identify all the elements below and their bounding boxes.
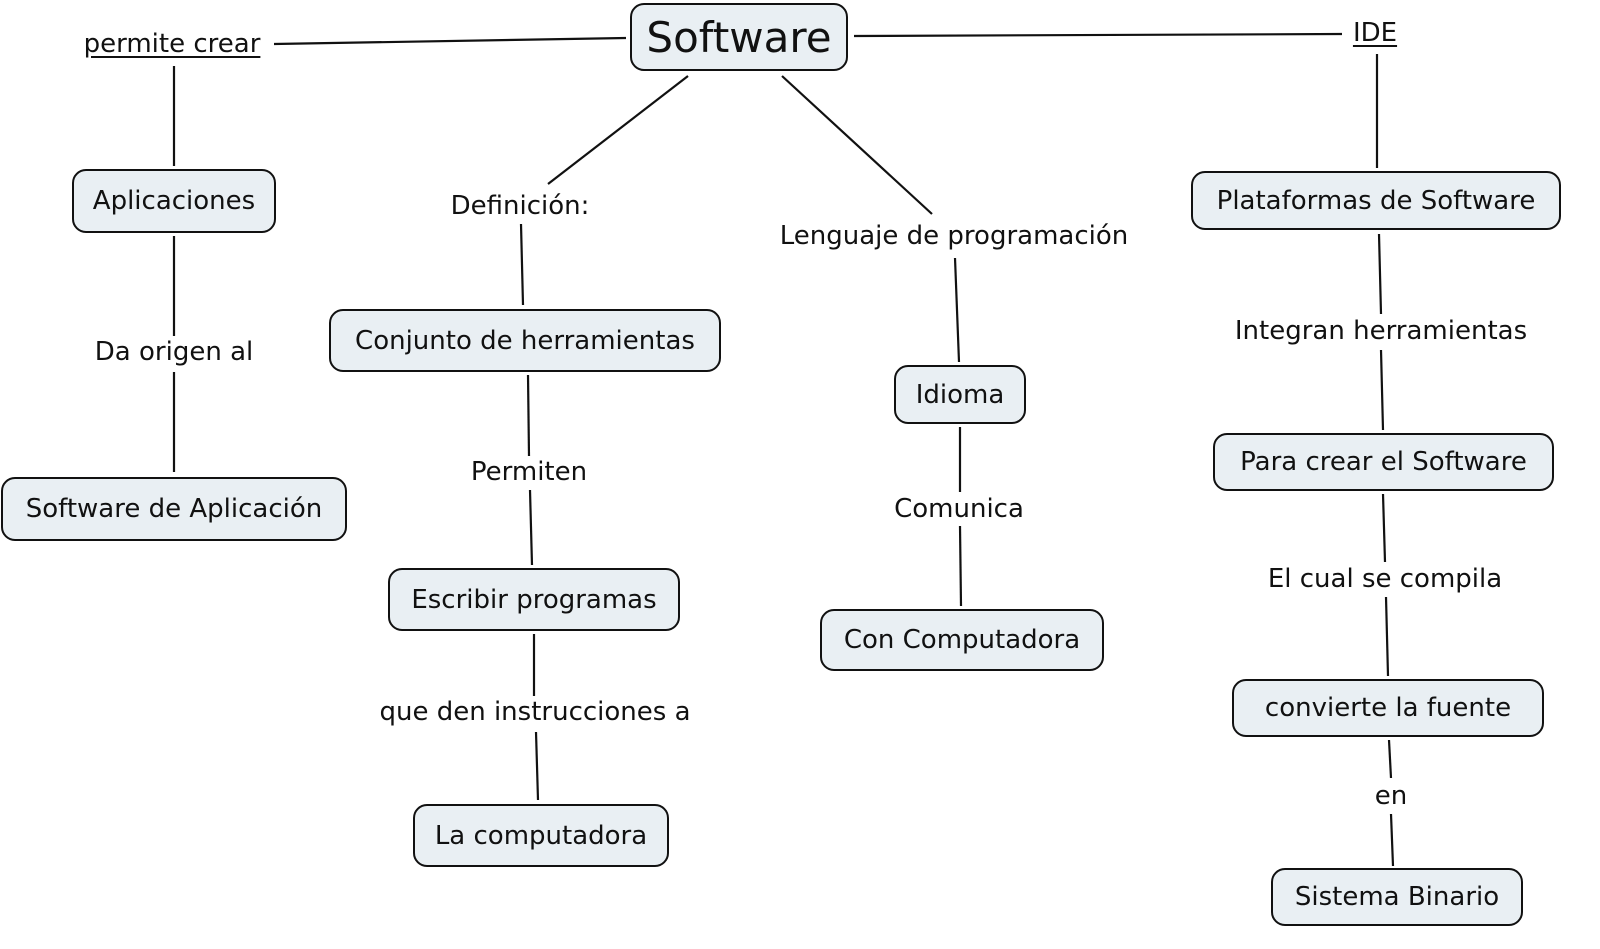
node-label: Idioma xyxy=(915,379,1005,410)
node-label: Para crear el Software xyxy=(1240,447,1527,477)
node-la-computadora[interactable]: La computadora xyxy=(413,804,669,867)
node-label: Escribir programas xyxy=(411,584,657,615)
node-convierte-la-fuente[interactable]: convierte la fuente xyxy=(1232,679,1544,737)
link-label-permite-crear[interactable]: permite crear xyxy=(81,29,263,59)
node-label: Con Computadora xyxy=(843,625,1081,655)
node-para-crear-el-software[interactable]: Para crear el Software xyxy=(1213,433,1554,491)
node-aplicaciones[interactable]: Aplicaciones xyxy=(72,169,276,233)
link-label-el-cual-se-compila: El cual se compila xyxy=(1265,564,1505,594)
node-con-computadora[interactable]: Con Computadora xyxy=(820,609,1104,671)
node-label: convierte la fuente xyxy=(1264,693,1512,723)
root-node-software[interactable]: Software xyxy=(630,3,848,71)
link-label-en: en xyxy=(1372,781,1410,811)
link-label-ide[interactable]: IDE xyxy=(1350,18,1400,48)
link-label-integran-herramientas: Integran herramientas xyxy=(1232,316,1530,346)
node-label: Conjunto de herramientas xyxy=(355,325,695,356)
node-label: Sistema Binario xyxy=(1294,882,1500,912)
node-label: Aplicaciones xyxy=(92,186,256,216)
node-label: La computadora xyxy=(434,820,648,851)
link-label-definicion: Definición: xyxy=(448,191,592,221)
link-label-que-den-instrucciones-a: que den instrucciones a xyxy=(377,697,693,727)
node-plataformas-de-software[interactable]: Plataformas de Software xyxy=(1191,171,1561,230)
root-label: Software xyxy=(646,12,832,62)
link-label-comunica: Comunica xyxy=(892,494,1026,524)
node-sistema-binario[interactable]: Sistema Binario xyxy=(1271,868,1523,926)
node-label: Plataformas de Software xyxy=(1216,185,1536,216)
node-escribir-programas[interactable]: Escribir programas xyxy=(388,568,680,631)
link-label-permiten: Permiten xyxy=(468,457,590,487)
link-label-da-origen-al: Da origen al xyxy=(92,337,256,367)
node-label: Software de Aplicación xyxy=(25,494,323,524)
node-conjunto-de-herramientas[interactable]: Conjunto de herramientas xyxy=(329,309,721,372)
link-label-lenguaje-de-programacion: Lenguaje de programación xyxy=(777,221,1131,251)
node-software-de-aplicacion[interactable]: Software de Aplicación xyxy=(1,477,347,541)
node-idioma[interactable]: Idioma xyxy=(894,365,1026,424)
